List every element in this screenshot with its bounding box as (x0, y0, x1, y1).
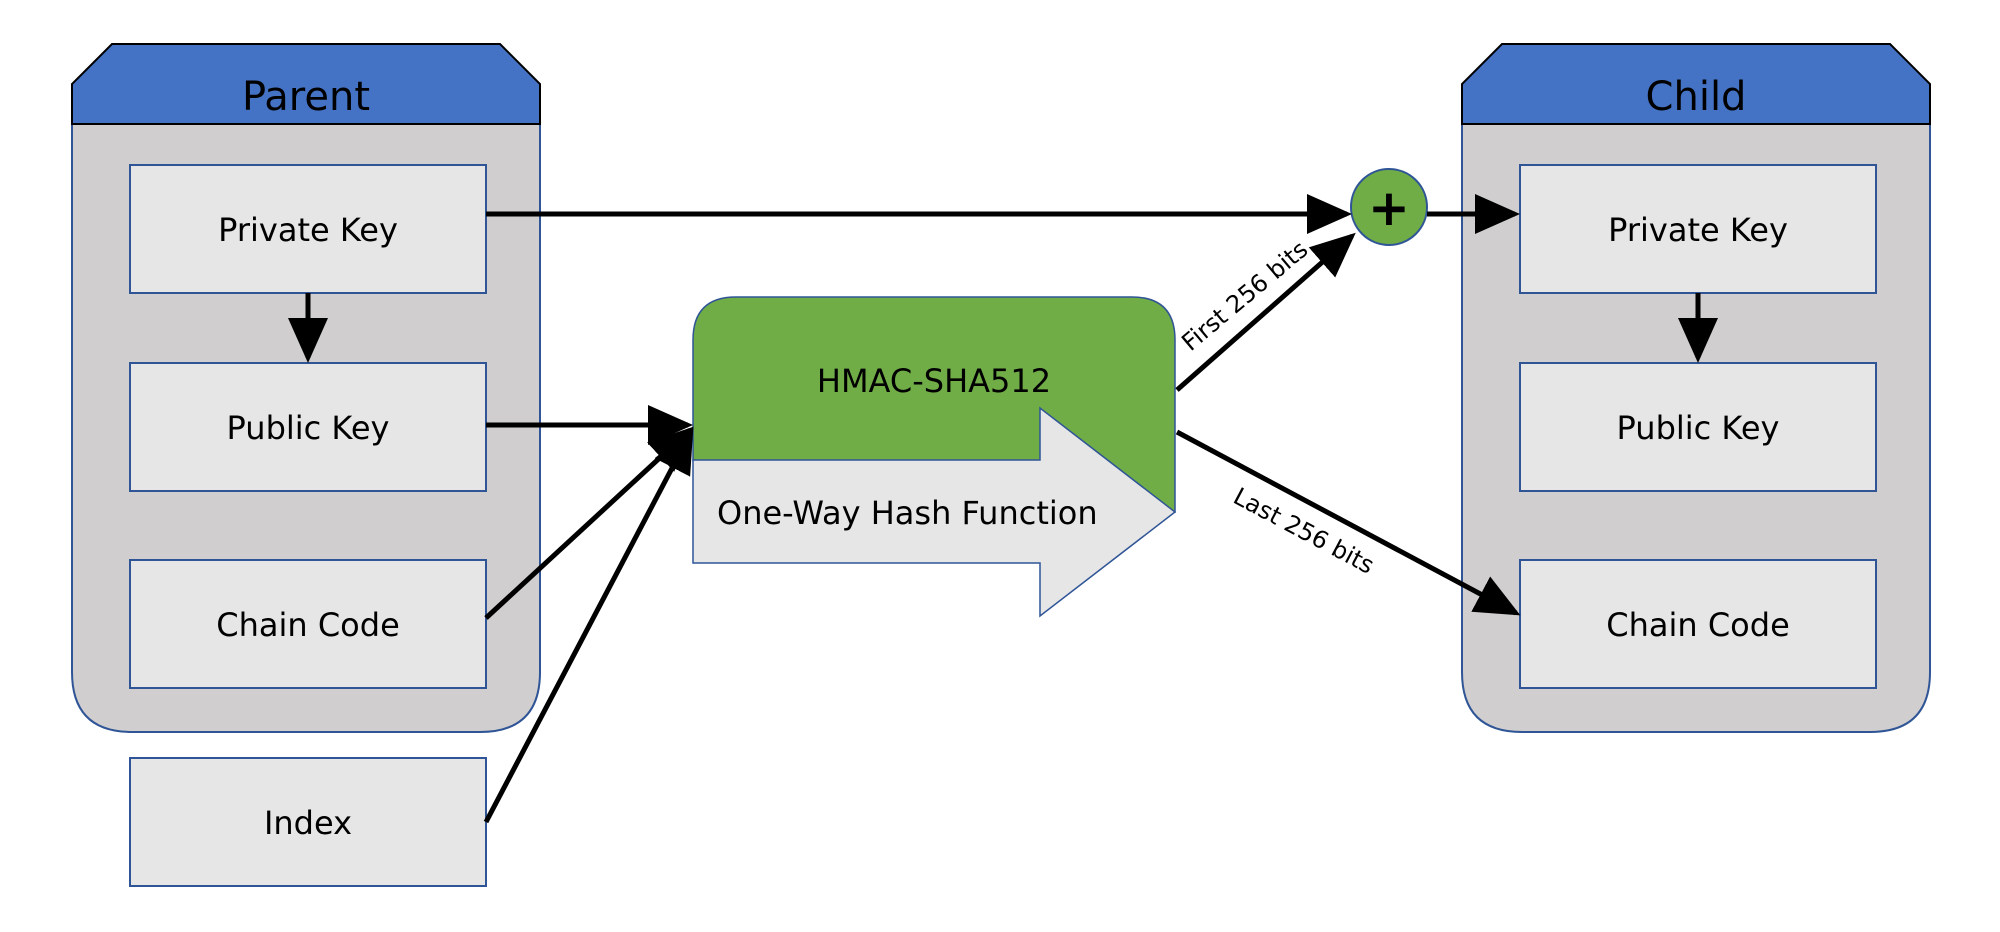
hash-title: HMAC-SHA512 (817, 362, 1051, 400)
child-public-key-label: Public Key (1617, 409, 1780, 447)
child-panel-header (1461, 43, 1931, 125)
last-256-bits-label: Last 256 bits (1229, 482, 1379, 579)
parent-panel: Parent Private Key Public Key Chain Code (71, 43, 541, 733)
arrow-index-to-hash (483, 427, 694, 824)
hash-function-block: HMAC-SHA512 One-Way Hash Function (692, 296, 1177, 618)
arrow-hash-to-plus (1175, 232, 1356, 392)
arrow-hash-to-child-chain-code (1175, 429, 1521, 616)
index-label: Index (264, 804, 352, 842)
child-chain-code-box: Chain Code (1519, 559, 1877, 689)
child-title: Child (1646, 74, 1747, 120)
parent-public-key-label: Public Key (227, 409, 390, 447)
parent-private-key-box: Private Key (129, 164, 487, 294)
child-private-key-label: Private Key (1608, 211, 1788, 249)
plus-icon: + (1368, 179, 1410, 237)
parent-panel-header (71, 43, 541, 125)
first-256-bits-label: First 256 bits (1176, 235, 1313, 356)
index-box: Index (129, 757, 487, 887)
parent-private-key-label: Private Key (218, 211, 398, 249)
child-panel: Child Private Key Public Key Chain Code (1461, 43, 1931, 733)
parent-title: Parent (242, 74, 370, 120)
parent-public-key-box: Public Key (129, 362, 487, 492)
child-private-key-box: Private Key (1519, 164, 1877, 294)
parent-chain-code-label: Chain Code (216, 606, 400, 644)
combine-node: + (1350, 168, 1428, 246)
hash-arrow-shape (692, 406, 1177, 618)
child-public-key-box: Public Key (1519, 362, 1877, 492)
child-chain-code-label: Chain Code (1606, 606, 1790, 644)
connectors (288, 194, 1718, 824)
parent-chain-code-box: Chain Code (129, 559, 487, 689)
hash-subtitle: One-Way Hash Function (717, 494, 1098, 532)
